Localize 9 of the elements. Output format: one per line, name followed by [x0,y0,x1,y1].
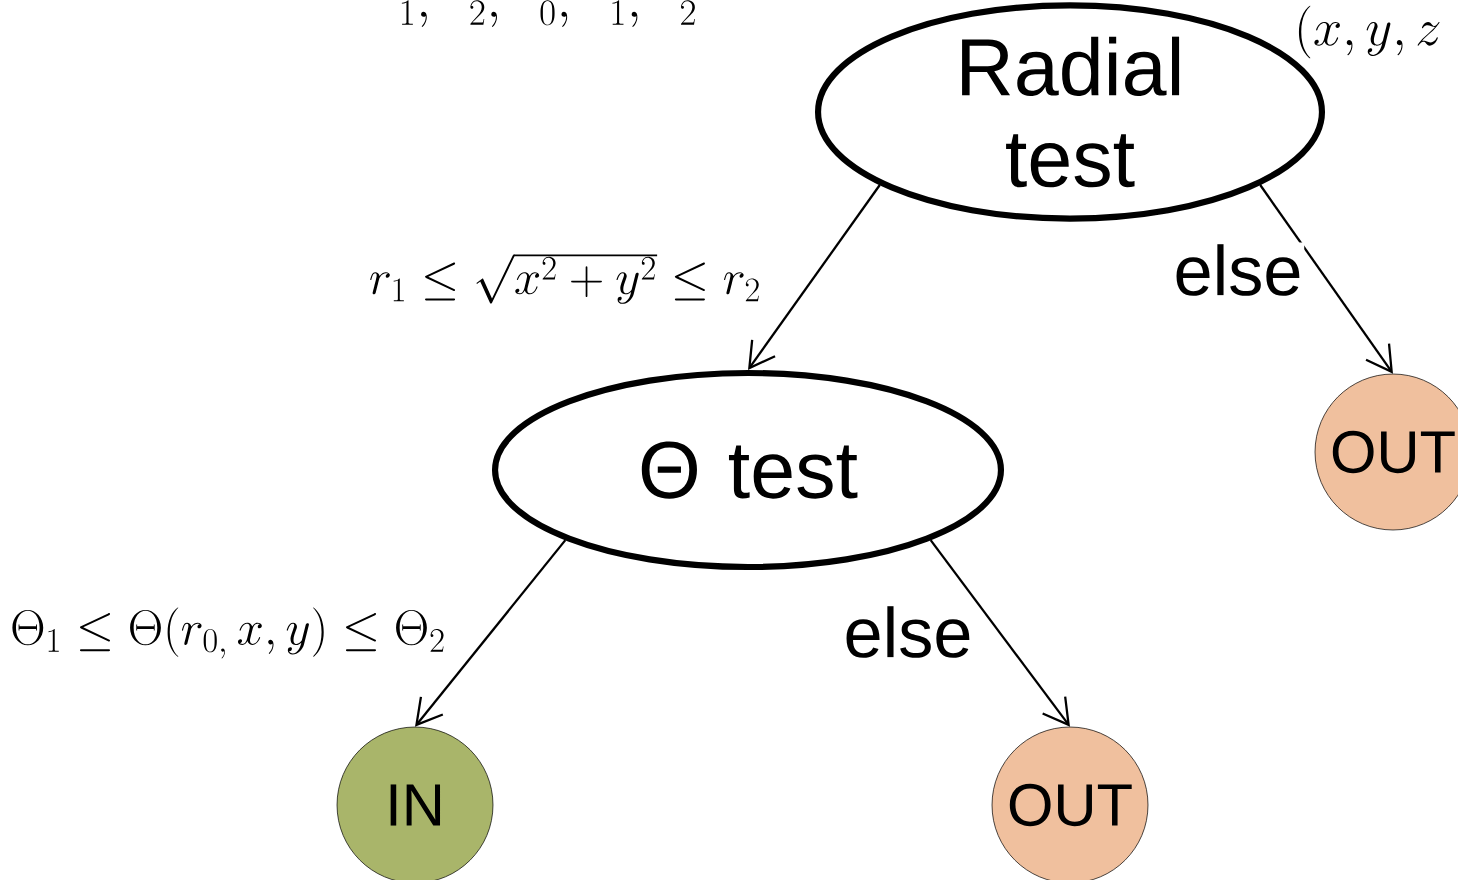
arrow [415,539,567,727]
edge-label: else [1171,242,1305,298]
formula-label: ${}_1,\;\;{}_2,\;\;{}_0,\;\;{}_1,\;\;{}_2$ [401,0,695,27]
edge-label: $\Theta_1 \le \Theta(r_{0,}\, x, y) \le \Theta_2$ [8,605,448,661]
edge-label: else [841,604,975,660]
arrow [748,184,881,370]
arrow [1259,184,1393,374]
edge-label: $r_1 \le \sqrt{x^2+y^2} \le r_2$ [367,250,763,306]
arrow [929,539,1070,727]
